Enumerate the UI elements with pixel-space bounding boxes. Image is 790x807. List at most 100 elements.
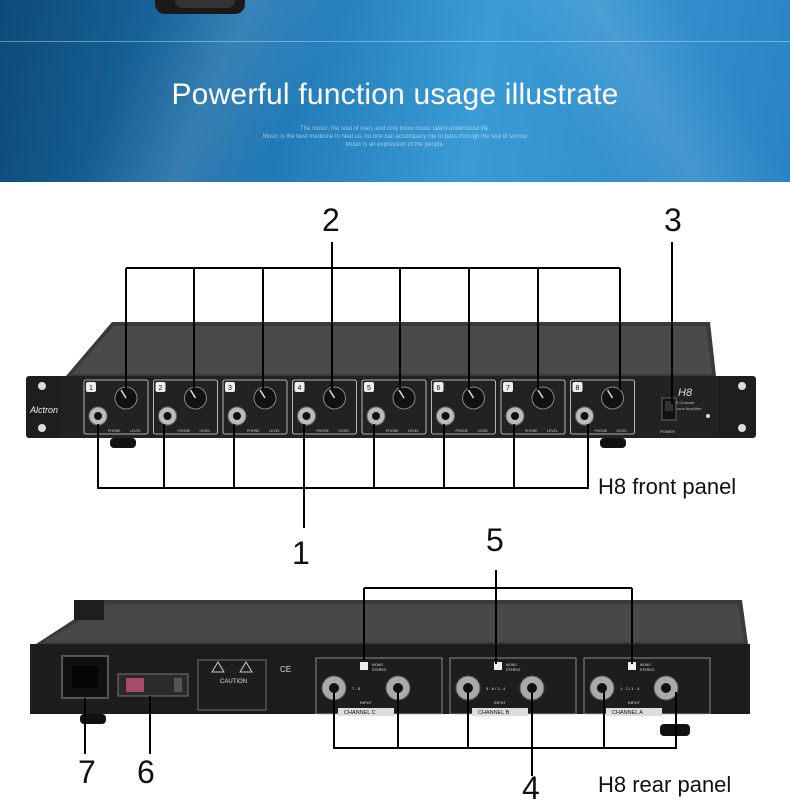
channel-module-5 xyxy=(361,379,427,435)
level-label: LEVEL xyxy=(130,429,141,433)
knob-indicator xyxy=(467,389,475,399)
channel-number-badge xyxy=(294,382,305,392)
front-rack-ear-right xyxy=(714,376,756,438)
knob-indicator xyxy=(398,389,405,399)
mono-stereo-switch[interactable] xyxy=(494,662,502,670)
device-foot xyxy=(80,714,106,724)
jack-hole xyxy=(329,683,339,693)
jack-hole xyxy=(163,412,172,420)
knob-indicator xyxy=(189,389,197,399)
knob-indicator xyxy=(606,389,614,399)
jack-hole xyxy=(233,412,241,420)
channel-module-8 xyxy=(570,379,635,435)
callout-5: 5 xyxy=(486,522,504,558)
device-illustration: Alctron H8 8 Channel Headphone Amplifier… xyxy=(26,242,756,776)
channel-module-6 xyxy=(431,379,496,435)
banner-subtitle-1: The music, the soul of man, and only kno… xyxy=(299,126,491,132)
level-label: LEVEL xyxy=(478,429,489,433)
voltage-selector[interactable] xyxy=(126,678,144,692)
channel-number-badge xyxy=(503,382,513,392)
input-label: INPUT xyxy=(628,700,641,705)
device-foot-inner xyxy=(175,0,235,8)
banner-subtitle-3: Music is an expression of the people. xyxy=(345,142,445,148)
jack-hole xyxy=(441,412,450,420)
jack-hole xyxy=(661,683,671,693)
phone-label: PHONE xyxy=(525,429,538,433)
mono-label: MONO xyxy=(506,663,517,667)
channel-number: 4 xyxy=(298,385,302,392)
jack-hole xyxy=(463,683,473,693)
model-name: H8 xyxy=(678,387,693,399)
rack-screw xyxy=(38,382,46,390)
channel-module-4 xyxy=(292,379,357,435)
channel-range: 1 - 2 / 1 - 4 xyxy=(620,686,640,691)
channel-name-plate xyxy=(472,708,528,716)
jack-hole xyxy=(597,683,607,693)
fuse xyxy=(174,678,182,692)
channel-number-badge xyxy=(86,382,96,392)
knob-indicator xyxy=(328,389,336,399)
knob-indicator xyxy=(120,389,127,399)
channel-range: 5 - 6 / 3 - 4 xyxy=(486,686,506,691)
jack-hole xyxy=(580,412,589,420)
channel-number: 6 xyxy=(437,385,441,392)
knob-indicator xyxy=(259,389,266,399)
channel-number-badge xyxy=(433,382,444,392)
callout-6: 6 xyxy=(137,754,155,790)
mono-label: MONO xyxy=(372,663,383,667)
rack-screw xyxy=(738,382,746,390)
brand-logo: Alctron xyxy=(29,405,58,415)
power-label: POWER xyxy=(660,429,675,434)
channel-module-7 xyxy=(500,379,566,435)
rack-screw xyxy=(738,424,746,432)
knob-indicator xyxy=(537,389,544,399)
mono-stereo-switch[interactable] xyxy=(628,662,636,670)
phone-label: PHONE xyxy=(178,429,191,433)
channel-number-badge xyxy=(225,382,235,392)
jack-hole xyxy=(511,412,519,420)
channel-number-badge xyxy=(364,382,374,392)
level-label: LEVEL xyxy=(617,429,628,433)
rear-rack-ear xyxy=(74,600,104,620)
input-label: INPUT xyxy=(360,700,373,705)
input-label: INPUT xyxy=(494,700,507,705)
device-foot xyxy=(110,438,136,448)
warning-icon xyxy=(211,661,225,673)
channel-number: 2 xyxy=(159,385,163,392)
phone-label: PHONE xyxy=(247,429,260,433)
callout-7: 7 xyxy=(78,754,96,790)
caution-label: CAUTION xyxy=(220,679,247,685)
callout-1: 1 xyxy=(292,535,310,571)
warning-icon xyxy=(239,661,253,673)
channel-module-1 xyxy=(83,379,149,435)
phone-label: PHONE xyxy=(317,429,330,433)
callout-3: 3 xyxy=(664,202,682,238)
phone-label: PHONE xyxy=(456,429,469,433)
channel-number-badge xyxy=(155,382,166,392)
jack-hole xyxy=(372,412,380,420)
mono-stereo-switch[interactable] xyxy=(360,662,368,670)
level-label: LEVEL xyxy=(547,429,558,433)
mono-label: MONO xyxy=(640,663,651,667)
channel-number: 3 xyxy=(228,385,232,392)
level-label: LEVEL xyxy=(200,429,211,433)
front-device-top-highlight xyxy=(72,326,712,374)
channel-name: CHANNEL B xyxy=(478,710,510,716)
level-label: LEVEL xyxy=(339,429,350,433)
banner-subtitle-2: Music is the best medicine to heal us, n… xyxy=(262,134,528,140)
rear-device-top-highlight xyxy=(44,604,744,642)
jack-hole xyxy=(527,683,537,693)
level-label: LEVEL xyxy=(269,429,280,433)
jack-hole xyxy=(302,412,311,420)
channel-number: 8 xyxy=(576,385,580,392)
channel-number: 7 xyxy=(506,385,510,392)
phone-label: PHONE xyxy=(108,429,121,433)
channel-name: CHANNEL C xyxy=(344,710,376,716)
stereo-label: STEREO xyxy=(372,668,387,672)
phone-label: PHONE xyxy=(386,429,399,433)
channel-range: 7 - 8 xyxy=(352,686,361,691)
channel-name-plate xyxy=(338,708,394,716)
callout-lines xyxy=(84,242,677,776)
stereo-label: STEREO xyxy=(640,668,655,672)
power-socket-inner xyxy=(72,666,98,688)
